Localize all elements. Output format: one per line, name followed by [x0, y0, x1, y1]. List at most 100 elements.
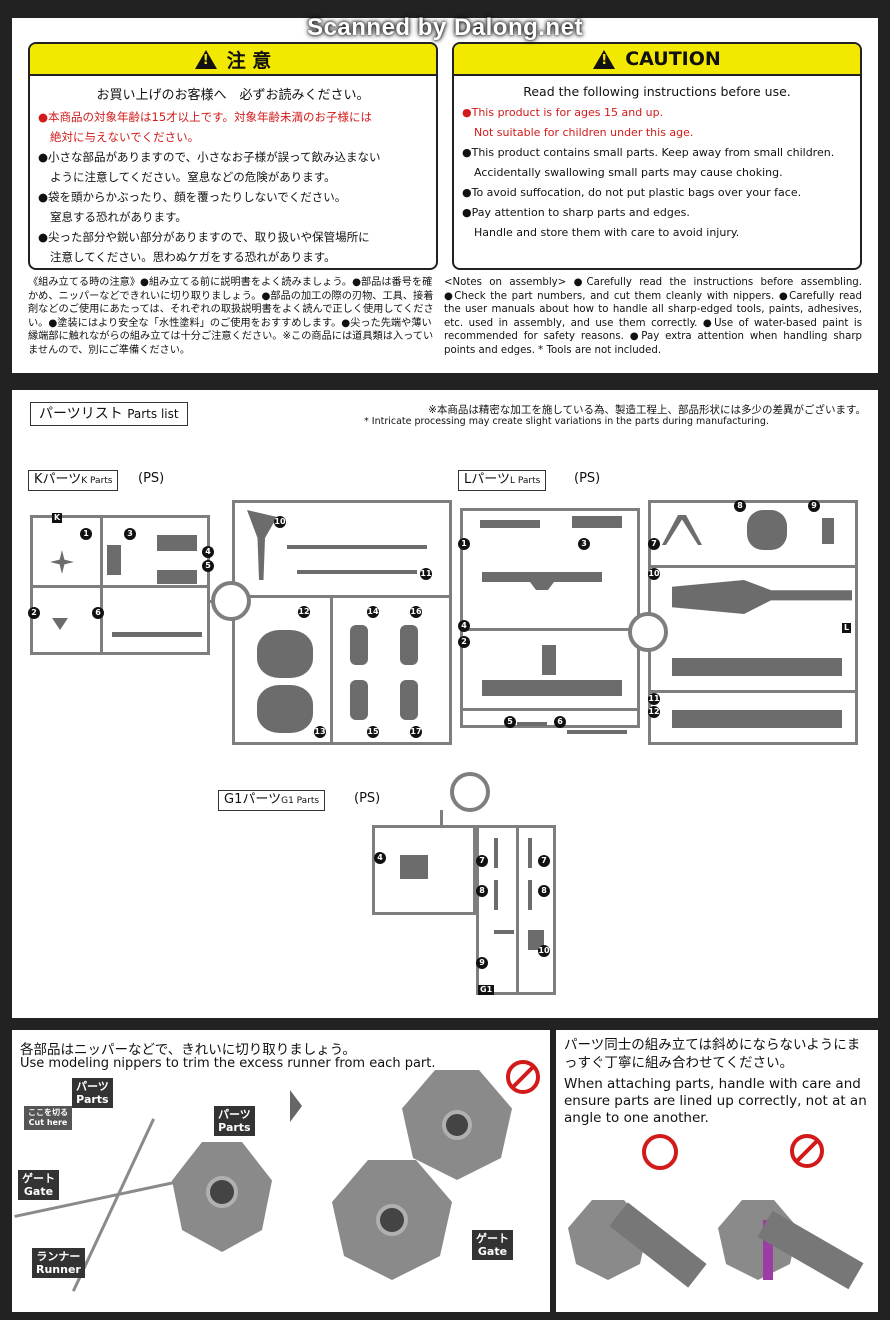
part-number: 12 — [648, 706, 660, 718]
part-number: 5 — [202, 560, 214, 572]
warning-line: ●尖った部分や鋭い部分がありますので、取り扱いや保管場所に — [38, 230, 370, 244]
warning-box-en: CAUTION Read the following instructions … — [452, 42, 862, 270]
warning-triangle-icon — [194, 49, 217, 69]
warning-header-jp: 注 意 — [30, 44, 436, 76]
part-number: 7 — [538, 855, 550, 867]
part-number: 8 — [476, 885, 488, 897]
assembly-notes-jp: 《組み立てる時の注意》●組み立てる前に説明書をよく読みましょう。●部品は番号を確… — [28, 277, 434, 356]
part-number: 7 — [476, 855, 488, 867]
parts-list-title: パーツリスト Parts list — [30, 402, 188, 426]
cut-part-drawing — [332, 1160, 452, 1280]
part-number: 12 — [298, 606, 310, 618]
warning-line: ●本商品の対象年齢は15才以上です。対象年齢未満のお子様には — [38, 110, 373, 124]
runner-letter: L — [842, 623, 852, 633]
part-number: 6 — [554, 716, 566, 728]
prohibited-icon — [790, 1134, 824, 1168]
part-number: 2 — [28, 607, 40, 619]
warning-section: 注 意 お買い上げのお客様へ 必ずお読みください。 ●本商品の対象年齢は15才以… — [12, 18, 878, 373]
part-number: 5 — [504, 716, 516, 728]
cutting-title-jp: 各部品はニッパーなどで、きれいに切り取りましょう。 — [20, 1042, 356, 1058]
part-number: 4 — [458, 620, 470, 632]
runner-name-en: L Parts — [509, 476, 541, 486]
warning-line: Accidentally swallowing small parts may … — [474, 166, 783, 179]
arrow-right-icon — [290, 1090, 302, 1122]
part-number: 4 — [374, 852, 386, 864]
runner-name-en: K Parts — [81, 476, 113, 486]
warning-line: 絶対に与えないでください。 — [50, 130, 200, 144]
parts-note-jp: ※本商品は精密な加工を施している為、製造工程上、部品形状には多少の差異がございま… — [428, 404, 866, 416]
parts-list-title-en: Parts list — [127, 407, 179, 421]
attaching-instructions: パーツ同士の組み立ては斜めにならないようにまっすぐ丁寧に組み合わせてください。 … — [556, 1030, 878, 1312]
part-number: 15 — [367, 726, 379, 738]
part-number: 10 — [538, 945, 550, 957]
runner-material: (PS) — [354, 791, 381, 806]
runner-material: (PS) — [138, 471, 165, 486]
warning-triangle-icon — [593, 49, 616, 69]
part-number: 10 — [274, 516, 286, 528]
part-number: 3 — [578, 538, 590, 550]
runner-name-jp: G1パーツ — [224, 792, 282, 807]
warning-title-en: CAUTION — [625, 48, 721, 70]
part-number: 11 — [648, 693, 660, 705]
runner-name-jp: Lパーツ — [464, 472, 510, 487]
runner-g1-tag: G1パーツG1 Parts — [218, 790, 326, 811]
incorrect-attachment-drawing — [718, 1180, 868, 1305]
part-number: 1 — [80, 528, 92, 540]
parts-list-title-jp: パーツリスト — [39, 406, 123, 422]
warning-line: ●This product is for ages 15 and up. — [462, 106, 664, 119]
part-number: 6 — [92, 607, 104, 619]
part-number: 9 — [476, 957, 488, 969]
part-number: 3 — [124, 528, 136, 540]
warning-line: 窒息する恐れがあります。 — [50, 210, 187, 224]
correct-attachment-drawing — [568, 1180, 708, 1305]
runner-material: (PS) — [574, 471, 601, 486]
warning-line: 注意してください。思わぬケガをする恐れがあります。 — [50, 250, 336, 264]
part-number: 1 — [458, 538, 470, 550]
attaching-title-en: When attaching parts, handle with care a… — [564, 1076, 867, 1126]
cutting-instructions: 各部品はニッパーなどで、きれいに切り取りましょう。 Use modeling n… — [12, 1030, 550, 1312]
warning-box-jp: 注 意 お買い上げのお客様へ 必ずお読みください。 ●本商品の対象年齢は15才以… — [28, 42, 438, 270]
runner-k-tag: KパーツK Parts — [28, 470, 119, 491]
part-number: 4 — [202, 546, 214, 558]
cutting-title-en: Use modeling nippers to trim the excess … — [20, 1056, 436, 1071]
runner-name-jp: Kパーツ — [34, 472, 82, 487]
warning-line: ●This product contains small parts. Keep… — [462, 146, 835, 159]
warning-subheader-en: Read the following instructions before u… — [523, 84, 791, 99]
runner-name-en: G1 Parts — [281, 796, 320, 806]
part-number: 2 — [458, 636, 470, 648]
part-number: 9 — [808, 500, 820, 512]
part-number: 10 — [648, 568, 660, 580]
watermark: Scanned by Dalong.net — [307, 14, 583, 41]
warning-line: ●Pay attention to sharp parts and edges. — [462, 206, 690, 219]
warning-line: ●袋を頭からかぶったり、顔を覆ったりしないでください。 — [38, 190, 347, 204]
runner-letter: K — [52, 513, 63, 523]
part-number: 11 — [420, 568, 432, 580]
warning-line: Handle and store them with care to avoid… — [474, 226, 740, 239]
attaching-title-jp: パーツ同士の組み立ては斜めにならないようにまっすぐ丁寧に組み合わせてください。 — [564, 1037, 861, 1071]
correct-circle-icon — [642, 1134, 678, 1170]
runner-l-tag: LパーツL Parts — [458, 470, 547, 491]
gate-part-drawing — [162, 1112, 282, 1302]
runner-letter: G1 — [478, 985, 495, 995]
warning-title-jp: 注 意 — [226, 49, 272, 72]
prohibited-icon — [506, 1060, 540, 1094]
parts-note-en: * Intricate processing may create slight… — [364, 416, 769, 427]
part-number: 13 — [314, 726, 326, 738]
cut-part-drawing — [402, 1070, 512, 1180]
part-number: 17 — [410, 726, 422, 738]
assembly-notes-en: <Notes on assembly> ●Carefully read the … — [444, 277, 862, 356]
warning-line: ●To avoid suffocation, do not put plasti… — [462, 186, 802, 199]
part-number: 7 — [648, 538, 660, 550]
parts-list-section: パーツリスト Parts list ※本商品は精密な加工を施している為、製造工程… — [12, 390, 878, 1018]
warning-line: ●小さな部品がありますので、小さなお子様が誤って飲み込まない — [38, 150, 381, 164]
part-number: 14 — [367, 606, 379, 618]
warning-subheader-jp: お買い上げのお客様へ 必ずお読みください。 — [96, 88, 370, 103]
part-number: 8 — [538, 885, 550, 897]
part-number: 16 — [410, 606, 422, 618]
